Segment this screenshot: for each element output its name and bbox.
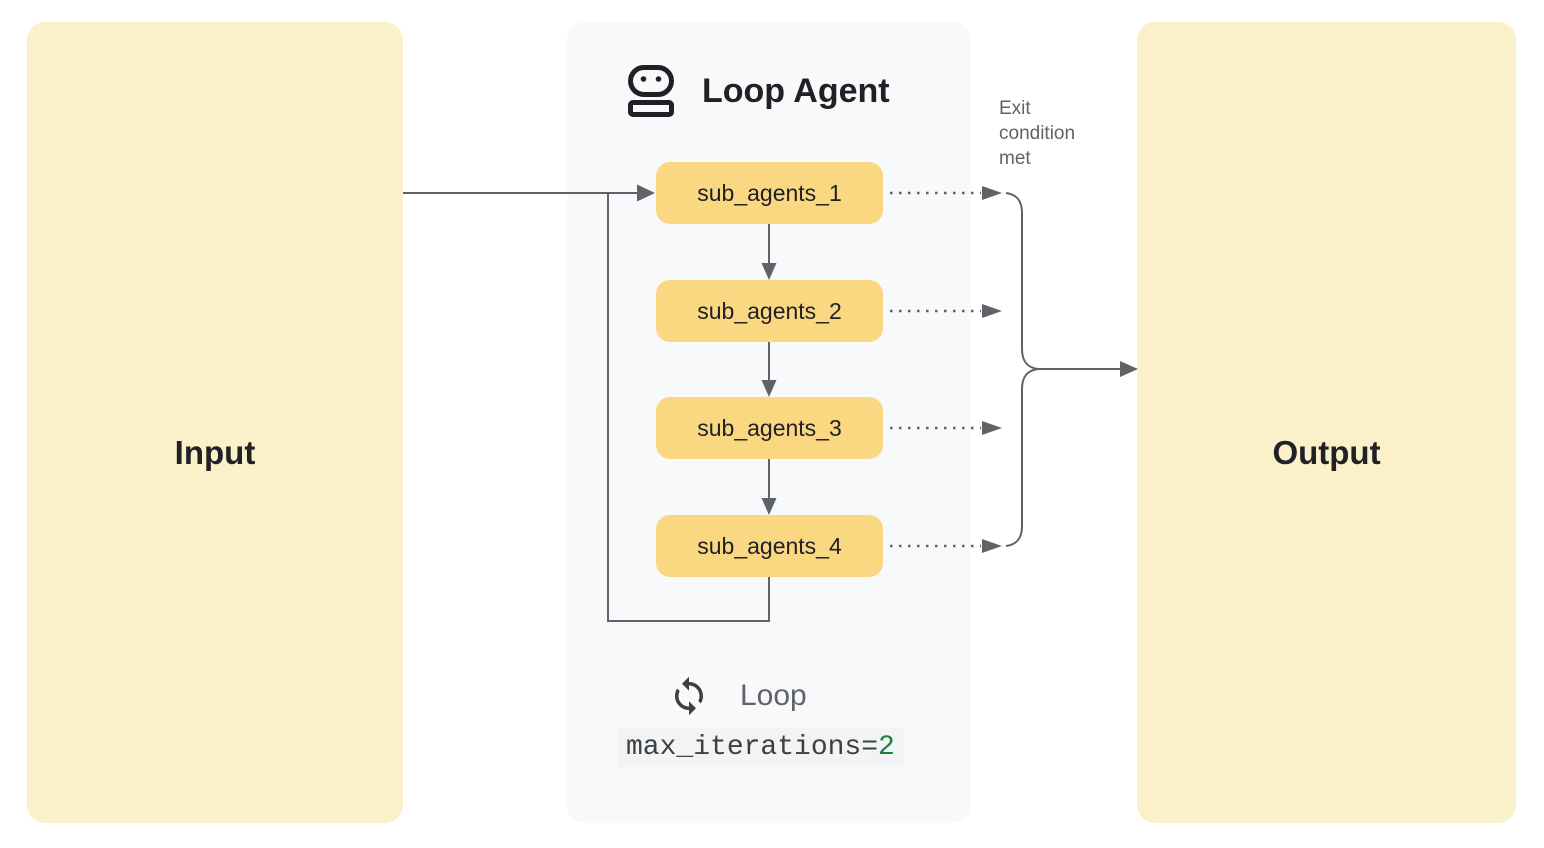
exit-condition-label: Exit condition met xyxy=(999,98,1076,169)
sub-agent-label-1: sub_agents_1 xyxy=(697,179,842,206)
sub-agent-box-4: sub_agents_4 xyxy=(656,515,883,577)
output-box: Output xyxy=(1137,22,1516,823)
max-iterations-value: 2 xyxy=(878,732,895,763)
loop-label: Loop xyxy=(740,679,807,712)
sub-agent-label-4: sub_agents_4 xyxy=(697,532,842,559)
max-iterations-prefix: max_iterations= xyxy=(626,732,879,763)
sub-agent-box-1: sub_agents_1 xyxy=(656,162,883,224)
max-iterations-code: max_iterations=2 xyxy=(617,728,904,767)
sub-agent-box-2: sub_agents_2 xyxy=(656,280,883,342)
sub-agent-label-3: sub_agents_3 xyxy=(697,414,842,441)
loop-sync-icon xyxy=(668,675,710,717)
output-arrow xyxy=(1038,361,1138,377)
loop-agent-title: Loop Agent xyxy=(702,71,890,110)
loop-agent-header: Loop Agent xyxy=(628,65,890,117)
input-box: Input xyxy=(27,22,403,823)
input-label: Input xyxy=(174,433,256,471)
output-label: Output xyxy=(1272,433,1381,471)
sub-agent-box-3: sub_agents_3 xyxy=(656,397,883,459)
sub-agent-label-2: sub_agents_2 xyxy=(697,297,842,324)
loop-row: Loop xyxy=(668,674,807,718)
exit-brace xyxy=(1005,192,1039,547)
robot-icon xyxy=(628,65,674,117)
